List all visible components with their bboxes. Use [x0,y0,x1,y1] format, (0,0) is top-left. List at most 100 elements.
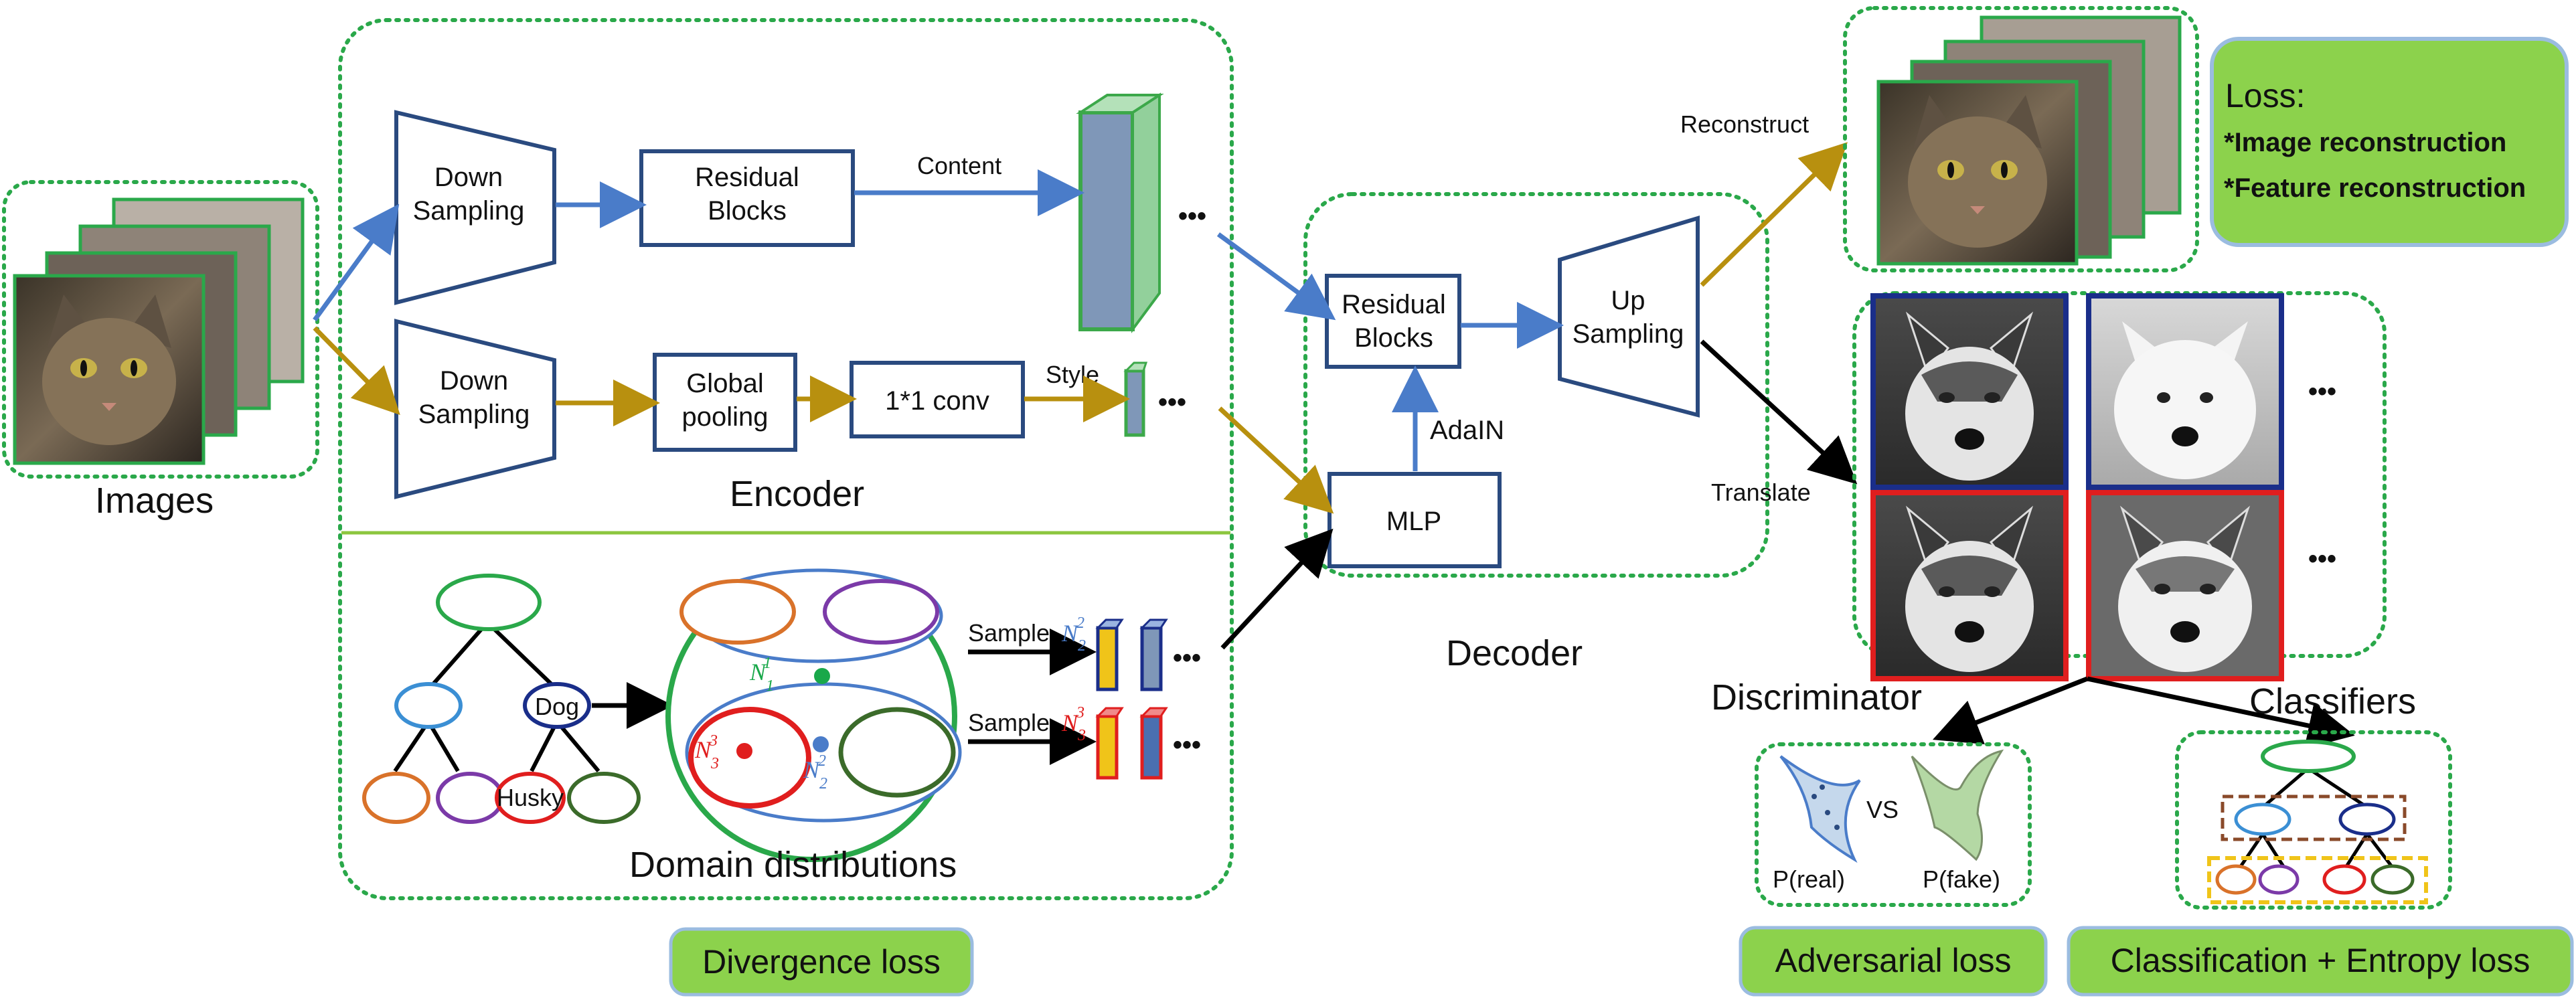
classifier-tree [2207,740,2428,904]
text-line: Down [440,366,508,396]
content-ellipsis: ••• [1178,201,1206,231]
n11-label: N11 [749,655,773,695]
recon-cat-image [1876,80,2079,266]
classifier-level-2-box [2207,856,2428,904]
arrow-style-to-mlp [1218,406,1334,514]
dog-row-1-ellipsis: ••• [2308,377,2336,406]
dog-image-2 [2086,293,2284,490]
discriminator-label: Discriminator [1711,677,1922,718]
text-line: Down [434,163,503,192]
tree-leaf-husky [495,772,566,824]
dog-row-2-ellipsis: ••• [2308,544,2336,574]
divergence-loss-label: Divergence loss [702,943,941,981]
mlp-label: MLP [1386,507,1441,536]
reconstruction-loss-badge: Loss: *Image reconstruction *Feature rec… [2210,37,2569,247]
reconstruction-loss-title: Loss: [2225,77,2306,114]
dog-image-3 [1870,490,2069,681]
tree-leaf-2 [436,772,504,824]
classifiers-frame [2175,730,2452,910]
discriminator-frame [1755,742,2032,907]
text-line: Sampling [1573,319,1684,349]
adversarial-loss-label: Adversarial loss [1775,942,2012,979]
dog-image-4 [2086,490,2284,681]
text-line: Residual [695,163,799,192]
global-pooling-block: Global pooling [653,353,797,452]
tree-leaf-1 [362,772,430,824]
n22-circle-label: N22 [803,752,827,792]
text-line: Residual [1342,290,1446,319]
images-group: Images [2,180,319,521]
adain-label: AdaIN [1430,416,1504,445]
conv-block: 1*1 conv [850,361,1025,438]
divergence-loss-badge: Divergence loss [669,927,974,997]
text-line: Up [1611,286,1645,315]
content-label: Content [917,152,1001,179]
domain-distributions-label: Domain distributions [629,845,957,885]
encoder-label: Encoder [730,474,864,514]
sample-n22-label: N22 [1061,614,1086,655]
dog-image-1 [1870,293,2069,490]
image-reconstruction-item: *Image reconstruction [2224,128,2506,157]
reconstruct-frame [1843,6,2199,272]
classification-loss-badge: Classification + Entropy loss [2067,926,2574,997]
arrow-translate [1700,339,1858,485]
sample-features-1 [1095,618,1168,691]
classifiers-label: Classifiers [2249,681,2416,722]
tree-leaf-4 [567,772,641,824]
fake-distribution-shape [1911,749,2004,861]
arrow-content-to-decoder [1216,232,1336,321]
classification-loss-label: Classification + Entropy loss [2111,942,2530,979]
text-line: Sampling [418,400,530,429]
feature-reconstruction-item: *Feature reconstruction [2224,173,2526,203]
text-line: Blocks [1354,323,1433,353]
arrow-sample-to-mlp [1220,528,1334,650]
translate-label: Translate [1711,479,1811,506]
text-line: Global [686,369,764,398]
sample-ellipsis-2: ••• [1173,730,1201,760]
sample-label-2: Sample [968,709,1050,736]
vs-label: VS [1866,796,1899,823]
encoder-frame [338,18,1234,900]
style-feature [1123,361,1148,437]
tree-node-dog [523,682,591,729]
images-label: Images [95,481,214,521]
arrow-to-classifiers [2087,676,2355,749]
real-distribution-shape [1779,755,1861,863]
arrow-images-to-down1 [313,203,400,322]
mlp-block: MLP [1327,472,1502,568]
arrow-images-to-down2 [313,326,400,415]
global-pooling-label: Global pooling [681,369,768,432]
tree-root [436,574,542,631]
arrow-to-discriminator [1932,676,2089,745]
sample-n33-label: N33 [1061,704,1086,744]
p-fake-label: P(fake) [1923,865,2000,893]
cat-image [13,274,206,465]
p-real-label: P(real) [1773,865,1845,893]
text-line: pooling [681,402,768,432]
n33-circle-label: N33 [694,732,719,772]
tree-node-left [394,682,463,729]
husky-label: Husky [497,784,564,811]
adversarial-loss-badge: Adversarial loss [1739,926,2048,997]
decoder-label: Decoder [1446,633,1583,673]
decoder-frame [1303,192,1769,578]
text-line: Sampling [413,196,525,226]
sample-label-1: Sample [968,619,1050,647]
reconstruct-label: Reconstruct [1680,110,1809,138]
classifier-level-1-box [2221,794,2407,841]
dog-label: Dog [535,693,579,720]
style-ellipsis: ••• [1158,388,1186,417]
distribution-circle: N11 N33 N22 [665,568,962,862]
content-feature-map [1076,92,1164,334]
